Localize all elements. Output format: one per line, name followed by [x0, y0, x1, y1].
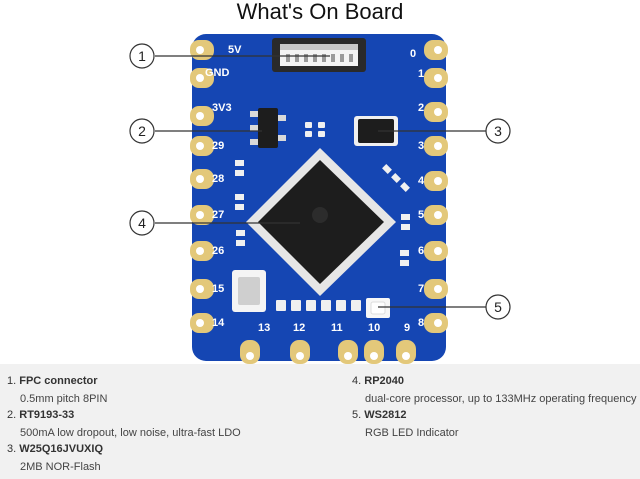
pin-label-2: 2	[418, 102, 424, 114]
legend-number: 4.	[352, 375, 362, 387]
pin-label-3v3: 3V3	[212, 102, 232, 114]
legend-item-fpc-connector: 1. FPC connector 0.5mm pitch 8PIN	[7, 374, 107, 406]
pin-label-1: 1	[418, 68, 424, 80]
pin-label-5: 5	[418, 209, 424, 221]
rp2040-chip	[246, 148, 396, 296]
board-diagram: 5V GND 3V3 29 28 27 26 15 14 0 1 2 3 4 5…	[129, 34, 511, 364]
legend-item-rp2040: 4. RP2040 dual-core processor, up to 133…	[352, 374, 637, 406]
diagram-title: What's On Board	[236, 0, 404, 24]
pin-label-12: 12	[293, 322, 305, 334]
legend-title: FPC connector	[19, 375, 98, 387]
legend-title: W25Q16JVUXIQ	[19, 443, 104, 455]
callout-3: 3	[485, 118, 511, 144]
pin-label-5v: 5V	[228, 44, 242, 56]
pin-label-6: 6	[418, 245, 424, 257]
legend-title: WS2812	[364, 409, 407, 421]
pin-label-28: 28	[212, 173, 224, 185]
callout-1: 1	[129, 43, 155, 69]
legend-number: 5.	[352, 409, 362, 421]
pin-label-10: 10	[368, 322, 380, 334]
legend-description: 2MB NOR-Flash	[20, 461, 101, 473]
legend-description: 500mA low dropout, low noise, ultra-fast…	[20, 427, 241, 439]
legend-number: 2.	[7, 409, 17, 421]
legend-item-w25q16: 3. W25Q16JVUXIQ 2MB NOR-Flash	[7, 442, 103, 474]
fpc-connector	[272, 38, 366, 72]
svg-text:4: 4	[138, 215, 146, 231]
callout-2: 2	[129, 118, 155, 144]
pin-label-14: 14	[212, 317, 225, 329]
ldo-regulator	[250, 108, 286, 148]
svg-text:1: 1	[138, 48, 146, 64]
pin-label-8: 8	[418, 317, 424, 329]
legend-panel: 1. FPC connector 0.5mm pitch 8PIN 2. RT9…	[0, 364, 640, 479]
pin-label-3: 3	[418, 140, 424, 152]
pin-label-13: 13	[258, 322, 270, 334]
legend-number: 1.	[7, 375, 17, 387]
svg-text:3: 3	[494, 123, 502, 139]
ws2812-led	[366, 298, 390, 318]
crystal-oscillator	[232, 270, 266, 312]
legend-description: dual-core processor, up to 133MHz operat…	[365, 393, 637, 405]
pin-label-11: 11	[331, 322, 343, 334]
pin-label-26: 26	[212, 245, 224, 257]
callout-5: 5	[485, 294, 511, 320]
legend-description: 0.5mm pitch 8PIN	[20, 393, 108, 405]
legend-title: RP2040	[364, 375, 405, 387]
pin-label-0: 0	[410, 48, 416, 60]
svg-text:5: 5	[494, 299, 502, 315]
pin-label-gnd: GND	[205, 67, 230, 79]
pin-label-4: 4	[418, 175, 425, 187]
pin-label-27: 27	[212, 209, 224, 221]
pin-label-15: 15	[212, 283, 224, 295]
legend-item-rt9193: 2. RT9193-33 500mA low dropout, low nois…	[7, 408, 241, 440]
svg-text:2: 2	[138, 123, 146, 139]
callout-4: 4	[129, 210, 155, 236]
legend-item-ws2812: 5. WS2812 RGB LED Indicator	[352, 408, 459, 440]
legend-title: RT9193-33	[19, 409, 75, 421]
legend-description: RGB LED Indicator	[365, 427, 459, 439]
pin-label-9: 9	[404, 322, 410, 334]
pin-label-7: 7	[418, 283, 424, 295]
legend-number: 3.	[7, 443, 17, 455]
flash-chip	[354, 116, 398, 146]
pin-label-29: 29	[212, 140, 224, 152]
